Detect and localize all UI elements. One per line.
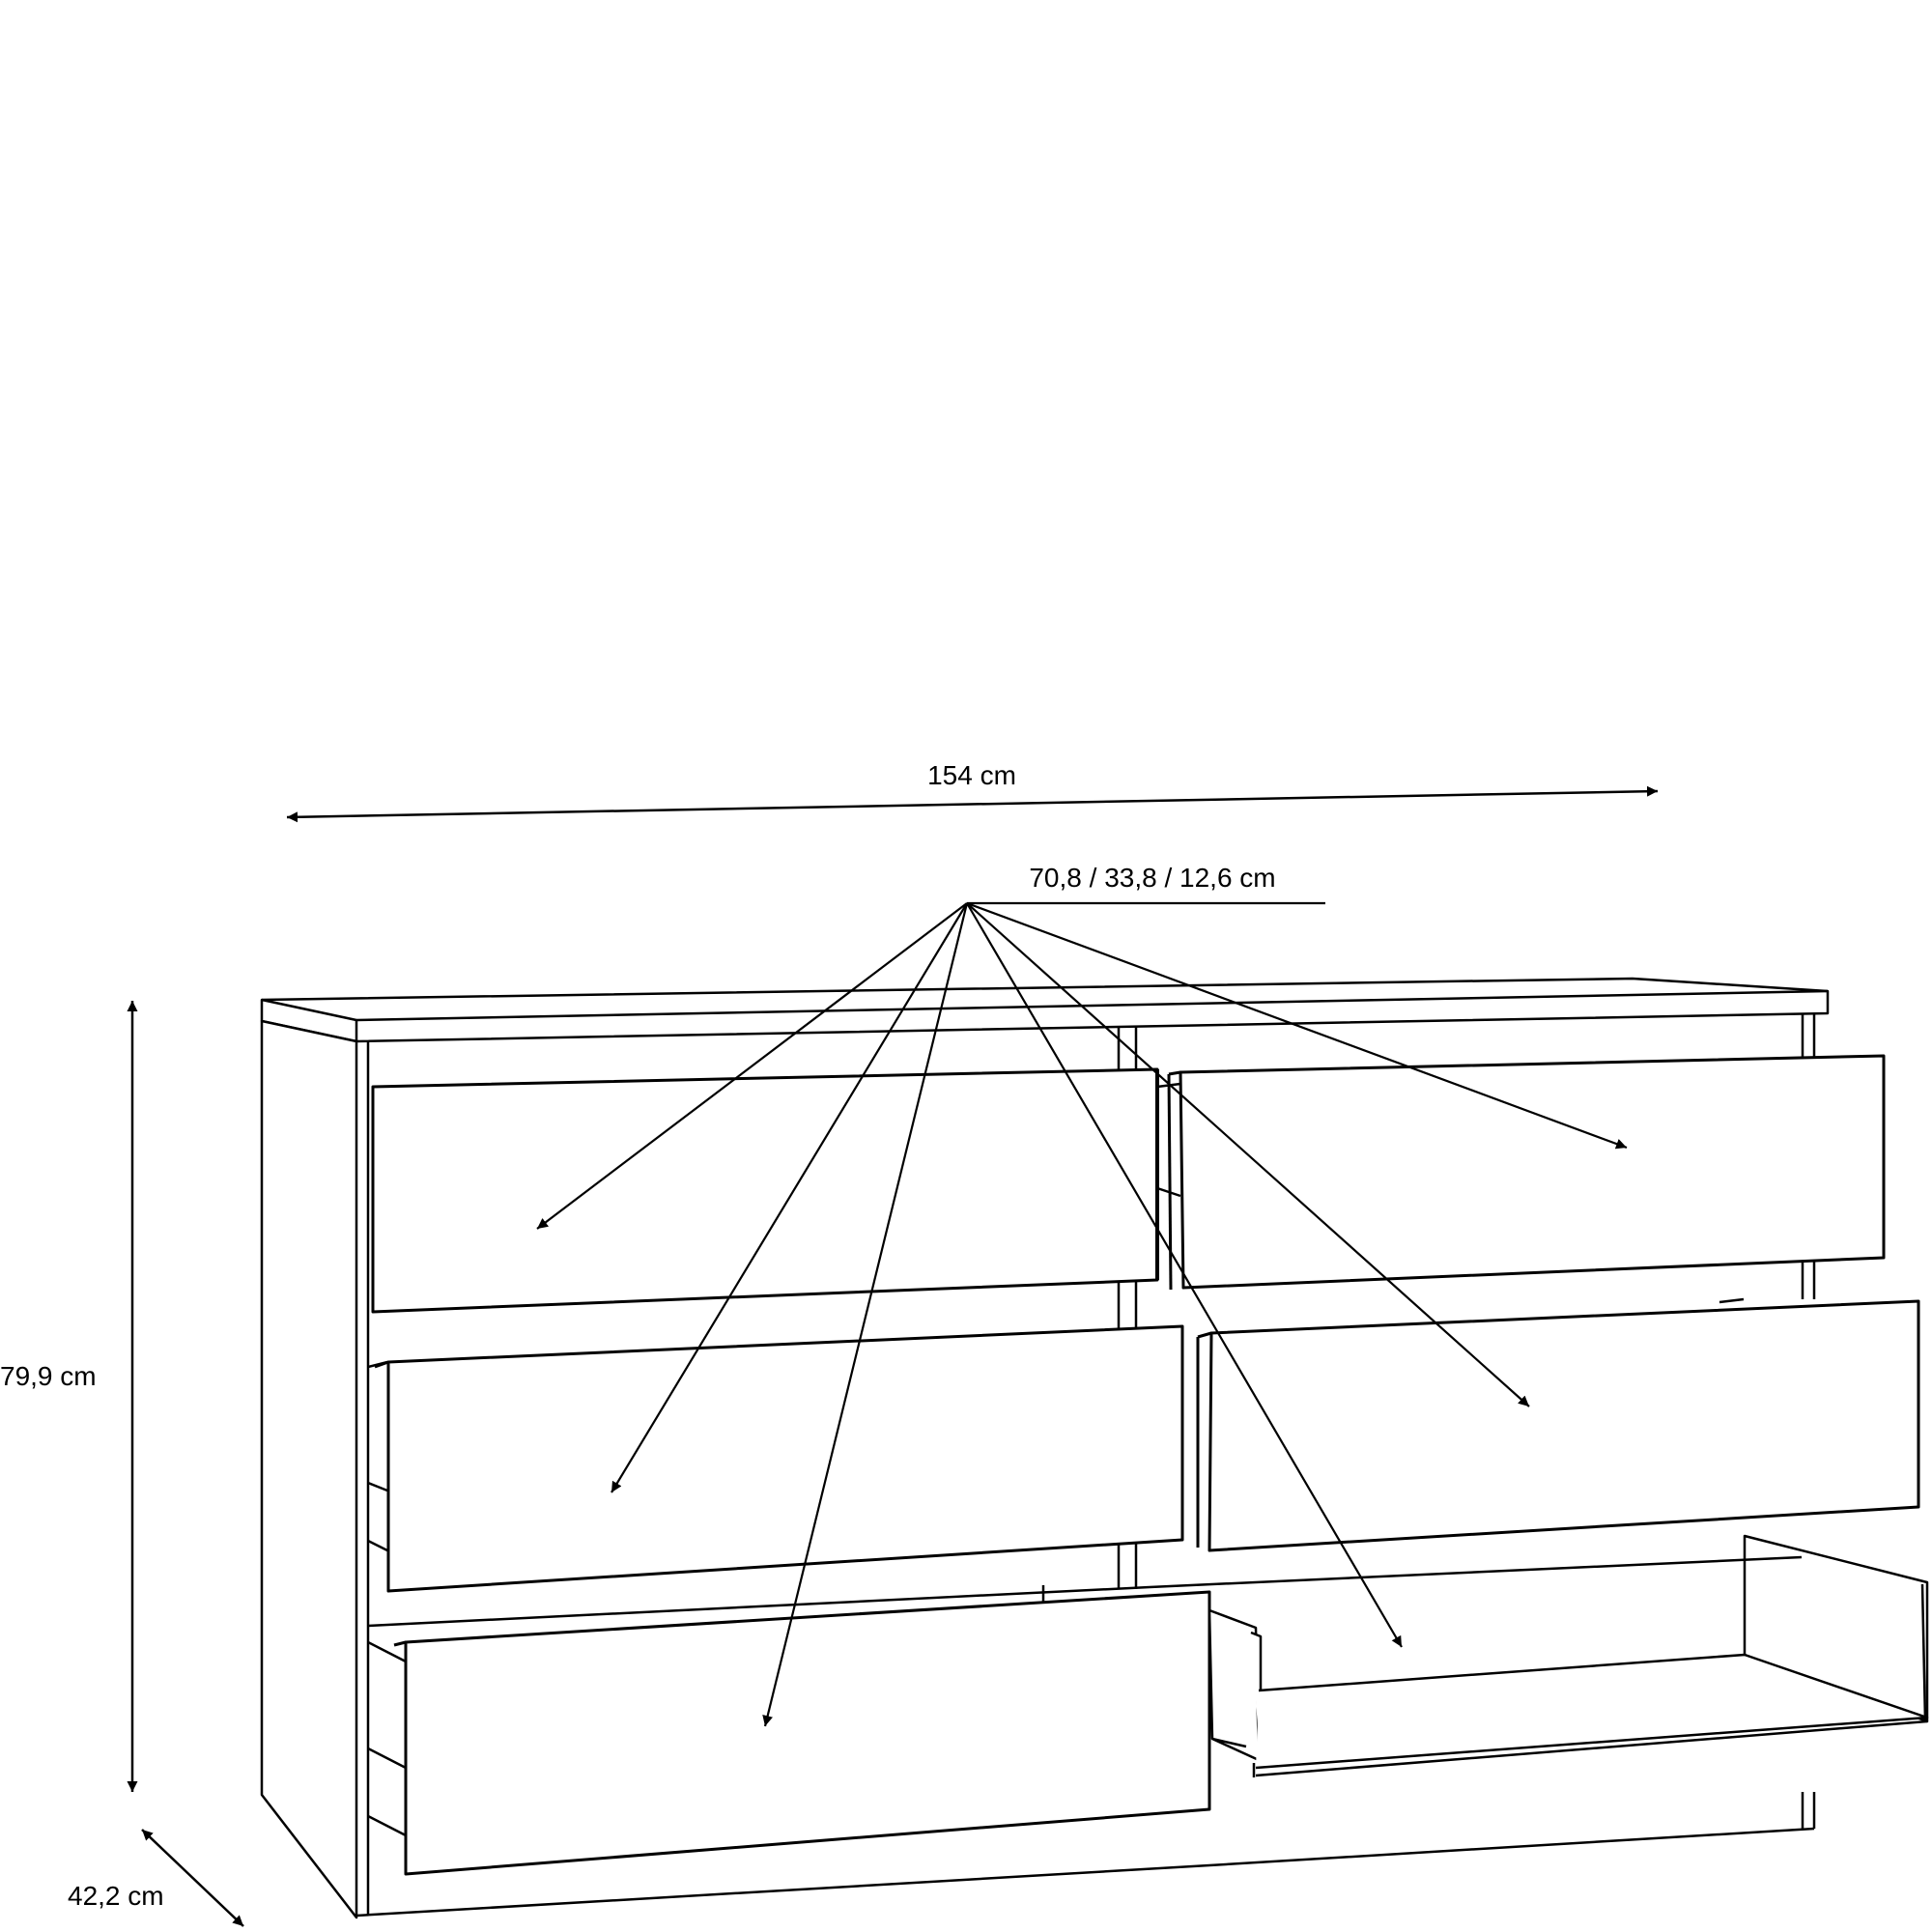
leader-arrow-4: [966, 901, 1628, 1150]
depth-dimension: 42,2 cm: [68, 1829, 244, 1927]
height-dimension: 79,9 cm: [0, 1001, 138, 1792]
width-dimension: 154 cm: [286, 760, 1659, 823]
leader-arrow-1: [536, 902, 968, 1230]
top-board: [260, 977, 1830, 1043]
leader-arrow-2: [611, 902, 968, 1493]
drawer-bottom-left: [393, 1590, 1211, 1876]
drawers: [371, 1054, 1929, 1876]
drawer-dimension-label: 70,8 / 33,8 / 12,6 cm: [1029, 863, 1275, 893]
drawer-middle-right: [1196, 1299, 1920, 1552]
height-label: 79,9 cm: [0, 1361, 97, 1391]
width-label: 154 cm: [927, 760, 1016, 790]
drawer-middle-left: [374, 1324, 1184, 1593]
width-arrow: [286, 785, 1659, 823]
drawer-bottom-right-open: [1208, 1534, 1929, 1777]
leader-arrow-5: [966, 902, 1530, 1407]
depth-label: 42,2 cm: [68, 1881, 164, 1911]
left-side-panel: [260, 1019, 358, 1919]
leader-arrow-3: [762, 902, 969, 1727]
drawer-top-left: [371, 1067, 1159, 1314]
drawer-dimension-leader: [536, 901, 1628, 1727]
drawer-top-right: [1167, 1054, 1886, 1291]
depth-arrow: [141, 1829, 244, 1927]
leader-arrow-6: [966, 902, 1403, 1648]
